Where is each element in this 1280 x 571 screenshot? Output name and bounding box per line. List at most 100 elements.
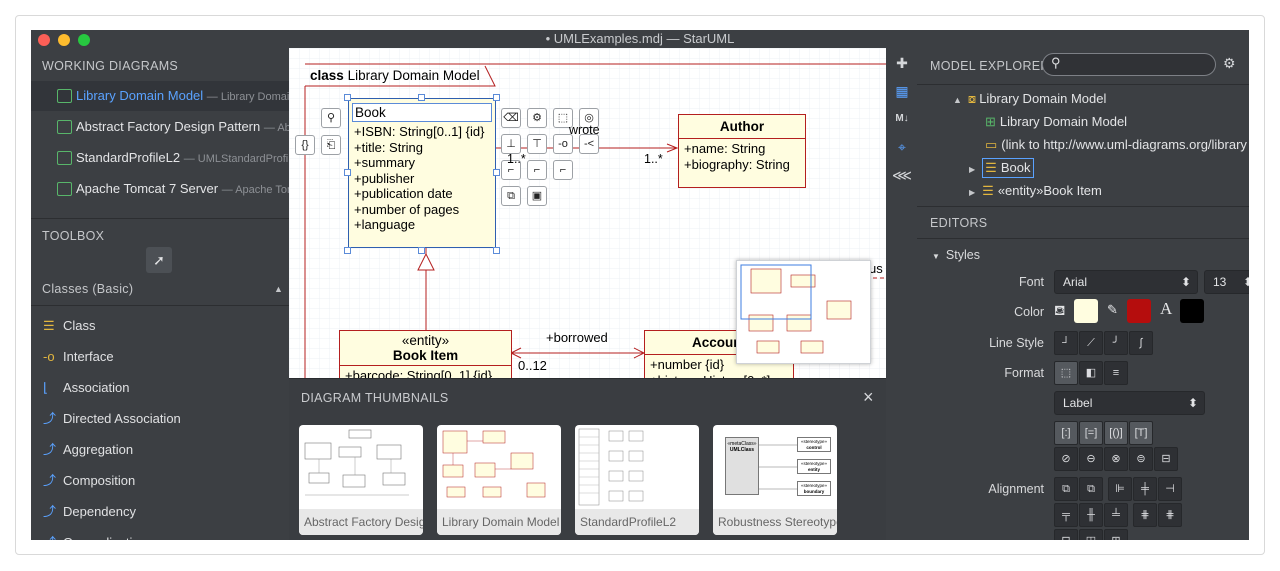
font-family-select[interactable]: Arial⬍ bbox=[1054, 270, 1198, 294]
resize-handle[interactable] bbox=[493, 247, 500, 254]
resize-handle[interactable] bbox=[418, 94, 425, 101]
label-select[interactable]: Label⬍ bbox=[1054, 391, 1205, 415]
resize-handle[interactable] bbox=[418, 247, 425, 254]
navigator-crosshair-icon[interactable]: ⌖ bbox=[898, 139, 906, 155]
align-center-icon[interactable]: ╪ bbox=[1133, 477, 1157, 501]
gear-icon[interactable]: ⚙ bbox=[1223, 55, 1236, 71]
styles-section[interactable]: ▼Styles bbox=[932, 248, 980, 262]
add-subclass-icon[interactable]: ⊤ bbox=[527, 134, 547, 154]
add-attribute-icon[interactable]: ⚲ bbox=[321, 108, 341, 128]
tree-item-book[interactable]: ▶☰Book bbox=[969, 157, 1035, 179]
resize-handle[interactable] bbox=[493, 94, 500, 101]
text-color-swatch[interactable] bbox=[1180, 299, 1204, 323]
align-top-icon[interactable]: ╤ bbox=[1054, 503, 1078, 527]
align-middle-icon[interactable]: ╫ bbox=[1079, 503, 1103, 527]
close-icon[interactable]: × bbox=[863, 387, 874, 407]
chevron-right-icon[interactable]: ▶ bbox=[969, 188, 976, 197]
toolbox-item-class[interactable]: ☰Class bbox=[31, 310, 289, 341]
toggle-visibility-icon[interactable]: {} bbox=[295, 135, 315, 155]
add-superclass-icon[interactable]: ⊥ bbox=[501, 134, 521, 154]
resize-handle[interactable] bbox=[344, 169, 351, 176]
align-bottom-icon[interactable]: ╧ bbox=[1104, 503, 1128, 527]
thumbnail-item[interactable]: Abstract Factory Design Pattern bbox=[299, 425, 423, 535]
resize-handle[interactable] bbox=[344, 94, 351, 101]
show-attributes-icon[interactable]: [:] bbox=[1054, 421, 1078, 445]
toolbox-item-generalization[interactable]: ⤴Generalization bbox=[31, 527, 289, 540]
pointer-tool-icon[interactable]: ➚ bbox=[146, 247, 172, 273]
toolbox-item-composition[interactable]: ⤴Composition bbox=[31, 465, 289, 496]
suppress-operations-icon[interactable]: ⊖ bbox=[1079, 447, 1103, 471]
resize-handle[interactable] bbox=[344, 247, 351, 254]
thumbnail-item[interactable]: StandardProfileL2 bbox=[575, 425, 699, 535]
minimize-window-button[interactable] bbox=[58, 34, 70, 46]
toolbox-item-association[interactable]: ⌊Association bbox=[31, 372, 289, 403]
book-class[interactable]: Book +ISBN: String[0..1] {id} +title: St… bbox=[348, 98, 496, 248]
align-left-icon[interactable]: ⊫ bbox=[1108, 477, 1132, 501]
fill-color-swatch[interactable] bbox=[1074, 299, 1098, 323]
markdown-icon[interactable]: M↓ bbox=[895, 113, 909, 124]
shadow-icon[interactable]: ◧ bbox=[1079, 361, 1103, 385]
add-note-icon[interactable]: ⎗ bbox=[321, 135, 341, 155]
model-search-input[interactable]: ⚲ bbox=[1042, 53, 1216, 76]
word-wrap-icon[interactable]: ≡ bbox=[1104, 361, 1128, 385]
same-size-icon[interactable]: ⊞ bbox=[1104, 529, 1128, 540]
working-diagram-item[interactable]: Abstract Factory Design Pattern — Abst bbox=[31, 112, 289, 142]
same-width-icon[interactable]: ◫ bbox=[1079, 529, 1103, 540]
tree-item-diagram[interactable]: ⊞Library Domain Model bbox=[985, 111, 1127, 133]
maximize-window-button[interactable] bbox=[78, 34, 90, 46]
send-to-back-icon[interactable]: ⧉ bbox=[1079, 477, 1103, 501]
align-right-icon[interactable]: ⊣ bbox=[1158, 477, 1182, 501]
suppress-literals-icon[interactable]: ⊜ bbox=[1129, 447, 1153, 471]
toolbox-item-dependency[interactable]: ⤴Dependency bbox=[31, 496, 289, 527]
resize-handle[interactable] bbox=[493, 169, 500, 176]
suppress-columns-icon[interactable]: ⊟ bbox=[1154, 447, 1178, 471]
share-nodes-icon[interactable]: ⋘ bbox=[892, 167, 912, 183]
auto-resize-icon[interactable]: ⬚ bbox=[1054, 361, 1078, 385]
working-diagram-item[interactable]: StandardProfileL2 — UMLStandardProfile bbox=[31, 143, 289, 173]
line-color-swatch[interactable] bbox=[1127, 299, 1151, 323]
close-window-button[interactable] bbox=[38, 34, 50, 46]
thumbnail-item[interactable]: Library Domain Model bbox=[437, 425, 561, 535]
chevron-right-icon[interactable]: ▶ bbox=[969, 165, 976, 174]
add-composition-icon[interactable]: ⌐ bbox=[553, 160, 573, 180]
gear-icon[interactable]: ⚙ bbox=[527, 108, 547, 128]
minimap[interactable] bbox=[736, 260, 871, 364]
show-operations-icon[interactable]: [=] bbox=[1079, 421, 1103, 445]
add-part-icon[interactable]: ▣ bbox=[527, 186, 547, 206]
suppress-attributes-icon[interactable]: ⊘ bbox=[1054, 447, 1078, 471]
collapse-up-icon[interactable]: ▲ bbox=[274, 284, 283, 294]
add-aggregation-icon[interactable]: ⌐ bbox=[527, 160, 547, 180]
provided-interface-icon[interactable]: -o bbox=[553, 134, 573, 154]
rounded-rectilinear-icon[interactable]: ╯ bbox=[1104, 331, 1128, 355]
oblique-line-icon[interactable]: ⟋ bbox=[1079, 331, 1103, 355]
space-vertical-icon[interactable]: ⋕ bbox=[1158, 503, 1182, 527]
color-picker-icon[interactable]: ◎ bbox=[579, 108, 599, 128]
eraser-icon[interactable]: ⌫ bbox=[501, 108, 521, 128]
toolbox-item-aggregation[interactable]: ⤴Aggregation bbox=[31, 434, 289, 465]
show-template-icon[interactable]: [T] bbox=[1129, 421, 1153, 445]
suppress-receptions-icon[interactable]: ⊗ bbox=[1104, 447, 1128, 471]
font-size-select[interactable]: 13⬍ bbox=[1204, 270, 1249, 294]
bring-to-front-icon[interactable]: ⧉ bbox=[1054, 477, 1078, 501]
rectilinear-line-icon[interactable]: ┘ bbox=[1054, 331, 1078, 355]
tree-item-book-item[interactable]: ▶☰«entity»Book Item bbox=[969, 180, 1102, 202]
thumbnail-item[interactable]: «metaClass» UMLClass «stereotype»control… bbox=[713, 425, 837, 535]
working-diagram-item[interactable]: Apache Tomcat 7 Server — Apache Tomc bbox=[31, 174, 289, 204]
author-class[interactable]: Author +name: String +biography: String bbox=[678, 114, 806, 188]
add-template-icon[interactable]: ⬚ bbox=[553, 108, 573, 128]
toolbox-group-title[interactable]: Classes (Basic) bbox=[42, 282, 134, 296]
model-explorer-icon[interactable]: ▦ bbox=[895, 83, 909, 99]
extensions-puzzle-icon[interactable]: ✚ bbox=[896, 55, 908, 71]
diagram-canvas[interactable]: class Library Domain Model Book +ISBN: S… bbox=[289, 48, 886, 540]
tree-item-link[interactable]: ▭(link to http://www.uml-diagrams.org/li… bbox=[985, 134, 1249, 156]
tree-item-package[interactable]: ▲⧇Library Domain Model bbox=[953, 88, 1106, 110]
book-name-editor[interactable]: Book bbox=[352, 103, 492, 122]
chevron-down-icon[interactable]: ▲ bbox=[953, 95, 962, 105]
toolbox-item-directed-association[interactable]: ⤴Directed Association bbox=[31, 403, 289, 434]
add-association-icon[interactable]: ⌐ bbox=[501, 160, 521, 180]
add-port-icon[interactable]: ⧉ bbox=[501, 186, 521, 206]
show-receptions-icon[interactable]: [()] bbox=[1104, 421, 1128, 445]
required-interface-icon[interactable]: -< bbox=[579, 134, 599, 154]
working-diagram-item[interactable]: Library Domain Model — Library Domain bbox=[31, 81, 289, 111]
